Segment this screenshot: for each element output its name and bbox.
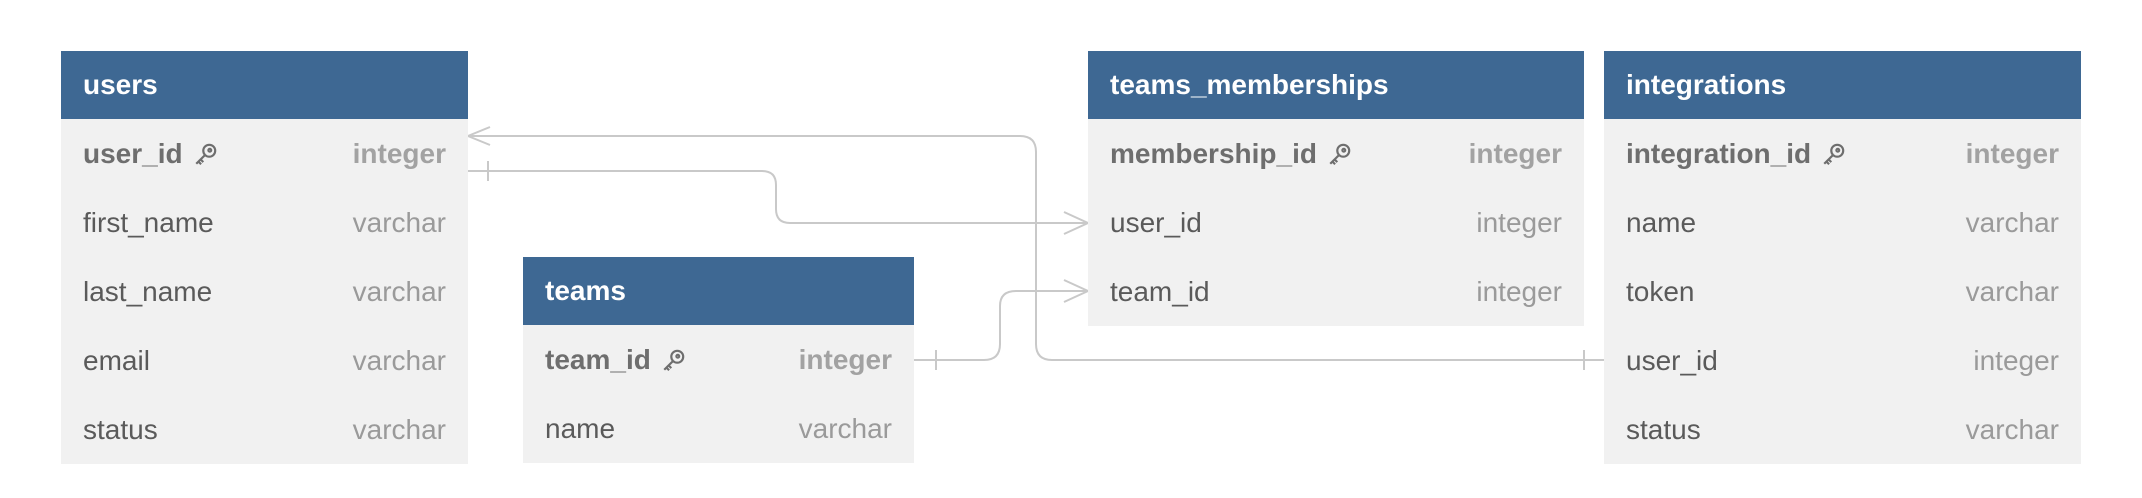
- column-type: integer: [1965, 137, 2059, 169]
- column-type: integer: [798, 343, 892, 375]
- column-type: varchar: [352, 206, 446, 238]
- column-name: last_name: [83, 276, 212, 308]
- column-row[interactable]: team_id integer: [1088, 257, 1584, 326]
- column-type: integer: [1476, 206, 1562, 238]
- column-type: integer: [1476, 275, 1562, 307]
- column-type: varchar: [1965, 413, 2059, 445]
- column-row[interactable]: email varchar: [61, 326, 468, 395]
- column-name-text: team_id: [1110, 275, 1210, 307]
- column-name-text: status: [83, 413, 158, 445]
- rel-memberships-team-many-mark: [1063, 279, 1091, 303]
- column-name: status: [1626, 414, 1701, 446]
- rel-users-memberships-line: [468, 170, 1088, 224]
- column-name-text: integration_id: [1626, 137, 1812, 169]
- primary-key-icon: [1821, 141, 1847, 167]
- column-type: integer: [352, 137, 446, 169]
- column-name-text: first_name: [83, 206, 214, 238]
- column-type: varchar: [352, 344, 446, 376]
- column-name-text: user_id: [83, 137, 183, 169]
- table-header: users: [61, 51, 468, 119]
- column-row[interactable]: status varchar: [61, 395, 468, 464]
- column-name: team_id: [1110, 276, 1210, 308]
- column-name: first_name: [83, 207, 214, 239]
- column-type: varchar: [798, 412, 892, 444]
- column-name: token: [1626, 276, 1695, 308]
- rel-teams-memberships-line: [914, 290, 1088, 361]
- column-name-text: membership_id: [1110, 137, 1317, 169]
- table-header: integrations: [1604, 51, 2081, 119]
- column-row[interactable]: name varchar: [523, 394, 914, 463]
- column-type: varchar: [352, 275, 446, 307]
- primary-key-icon: [193, 141, 219, 167]
- table-header: teams: [523, 257, 914, 325]
- column-row[interactable]: first_name varchar: [61, 188, 468, 257]
- column-name: name: [545, 413, 615, 445]
- column-name: user_id: [83, 138, 219, 170]
- column-name-text: email: [83, 344, 150, 376]
- column-row[interactable]: team_id integer: [523, 325, 914, 394]
- column-row[interactable]: user_id integer: [61, 119, 468, 188]
- column-name: name: [1626, 207, 1696, 239]
- column-type: varchar: [1965, 275, 2059, 307]
- column-row[interactable]: user_id integer: [1604, 326, 2081, 395]
- column-name-text: user_id: [1110, 206, 1202, 238]
- column-name: user_id: [1626, 345, 1718, 377]
- column-row[interactable]: token varchar: [1604, 257, 2081, 326]
- primary-key-icon: [1327, 141, 1353, 167]
- rel-memberships-user-many-mark: [1063, 211, 1091, 235]
- column-name: user_id: [1110, 207, 1202, 239]
- column-row[interactable]: integration_id integer: [1604, 119, 2081, 188]
- column-name-text: name: [545, 412, 616, 444]
- column-name-text: user_id: [1626, 344, 1718, 376]
- column-name-text: token: [1626, 275, 1695, 307]
- column-row[interactable]: last_name varchar: [61, 257, 468, 326]
- column-name-text: status: [1626, 413, 1701, 445]
- column-type: varchar: [1965, 206, 2059, 238]
- column-name: team_id: [545, 344, 687, 376]
- primary-key-icon: [661, 347, 687, 373]
- column-type: integer: [1973, 344, 2059, 376]
- column-row[interactable]: status varchar: [1604, 395, 2081, 464]
- column-name: status: [83, 414, 158, 446]
- column-name-text: name: [1626, 206, 1697, 238]
- column-name-text: last_name: [83, 275, 213, 307]
- column-row[interactable]: user_id integer: [1088, 188, 1584, 257]
- column-name-text: team_id: [545, 343, 651, 375]
- column-name: integration_id: [1626, 138, 1847, 170]
- column-type: varchar: [352, 413, 446, 445]
- teams-table[interactable]: teams team_id integer name varchar: [523, 257, 914, 463]
- column-name: email: [83, 345, 150, 377]
- column-row[interactable]: name varchar: [1604, 188, 2081, 257]
- column-type: integer: [1468, 137, 1562, 169]
- column-row[interactable]: membership_id integer: [1088, 119, 1584, 188]
- column-name: membership_id: [1110, 138, 1353, 170]
- table-header: teams_memberships: [1088, 51, 1584, 119]
- rel-users-many-mark: [465, 126, 491, 146]
